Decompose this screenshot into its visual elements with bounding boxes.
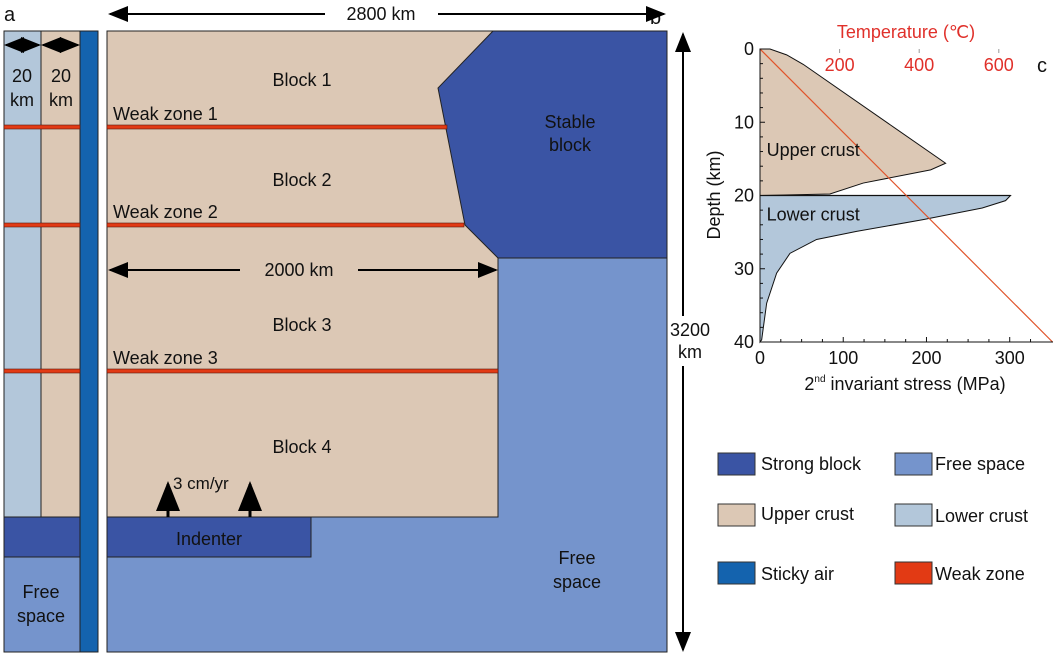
indenter-label: Indenter <box>176 529 242 549</box>
panel-label-c: c <box>1037 55 1047 77</box>
weak-zone-3 <box>106 368 499 374</box>
width-label-left: 20 <box>12 66 32 86</box>
lower-crust-label: Lower crust <box>767 204 860 224</box>
block-4-label: Block 4 <box>272 437 331 457</box>
width-unit-left: km <box>10 90 34 110</box>
legend-swatch-weak-zone <box>894 561 933 585</box>
width-label-right: 20 <box>51 66 71 86</box>
block-3-label: Block 3 <box>272 315 331 335</box>
x-tick-label: 100 <box>828 348 858 368</box>
lower-crust-column <box>3 30 42 518</box>
width-unit-right: km <box>49 90 73 110</box>
weak-zone-3-label: Weak zone 3 <box>113 348 218 368</box>
region-upper-crust <box>759 48 947 197</box>
width-total-label: 2800 km <box>346 4 415 24</box>
weak-zone-1 <box>106 124 448 130</box>
y-tick-label: 40 <box>734 332 754 352</box>
free-space-label: Free <box>558 548 595 568</box>
panel-label-a: a <box>4 4 16 26</box>
panel-b: b 2800 km 3200 km 2000 km Block 1 Block … <box>106 4 710 653</box>
free-space-column <box>3 556 81 653</box>
indenter-column <box>3 516 81 558</box>
legend: Strong block Free space Upper crust Lowe… <box>717 452 1028 585</box>
temperature-axis-title: Temperature (℃) <box>837 22 975 42</box>
legend-swatch-sticky-air <box>717 561 756 585</box>
block-2-label: Block 2 <box>272 170 331 190</box>
stable-block <box>437 30 668 259</box>
legend-swatch-upper-crust <box>717 503 756 527</box>
legend-label-weak-zone: Weak zone <box>935 564 1025 584</box>
velocity-label: 3 cm/yr <box>173 474 229 493</box>
x-tick-label: 300 <box>995 348 1025 368</box>
indenter <box>106 516 312 558</box>
temperature-tick-label: 200 <box>825 55 855 75</box>
free-space-label-a-2: space <box>17 606 65 626</box>
weak-zone-2 <box>106 222 465 228</box>
stable-block-label-2: block <box>549 135 592 155</box>
weak-zone-1-label: Weak zone 1 <box>113 104 218 124</box>
geotherm-line <box>759 48 1053 343</box>
crust-blocks-region <box>106 30 499 518</box>
legend-swatch-free-space <box>894 452 933 476</box>
legend-label-sticky-air: Sticky air <box>761 564 834 584</box>
y-tick-label: 0 <box>744 39 754 59</box>
y-tick-label: 10 <box>734 112 754 132</box>
y-tick-label: 20 <box>734 186 754 206</box>
weak-zones-a <box>3 124 81 374</box>
free-space-label-a: Free <box>22 582 59 602</box>
legend-label-free-space: Free space <box>935 454 1025 474</box>
sticky-air-column <box>79 30 99 653</box>
legend-swatch-strong-block <box>717 452 756 476</box>
free-space-label-2: space <box>553 572 601 592</box>
panel-a: a 20 km 20 km Free space <box>3 4 99 653</box>
height-total-unit: km <box>678 342 702 362</box>
x-axis-title: 2nd invariant stress (MPa) <box>804 374 1005 394</box>
panel-label-b: b <box>650 7 661 29</box>
x-tick-label: 200 <box>911 348 941 368</box>
upper-crust-column <box>40 30 81 518</box>
stable-block-label: Stable <box>544 112 595 132</box>
height-total-label: 3200 <box>670 320 710 340</box>
block-width-label: 2000 km <box>264 260 333 280</box>
legend-swatch-lower-crust <box>894 503 933 527</box>
block-1-label: Block 1 <box>272 70 331 90</box>
temperature-tick-label: 400 <box>904 55 934 75</box>
x-tick-label: 0 <box>755 348 765 368</box>
upper-crust-label: Upper crust <box>767 140 860 160</box>
y-axis-title: Depth (km) <box>704 150 724 239</box>
legend-label-strong-block: Strong block <box>761 454 862 474</box>
y-tick-label: 30 <box>734 259 754 279</box>
temperature-tick-label: 600 <box>984 55 1014 75</box>
legend-label-lower-crust: Lower crust <box>935 506 1028 526</box>
region-lower-crust <box>759 195 1012 344</box>
legend-label-upper-crust: Upper crust <box>761 504 854 524</box>
weak-zone-2-label: Weak zone 2 <box>113 202 218 222</box>
